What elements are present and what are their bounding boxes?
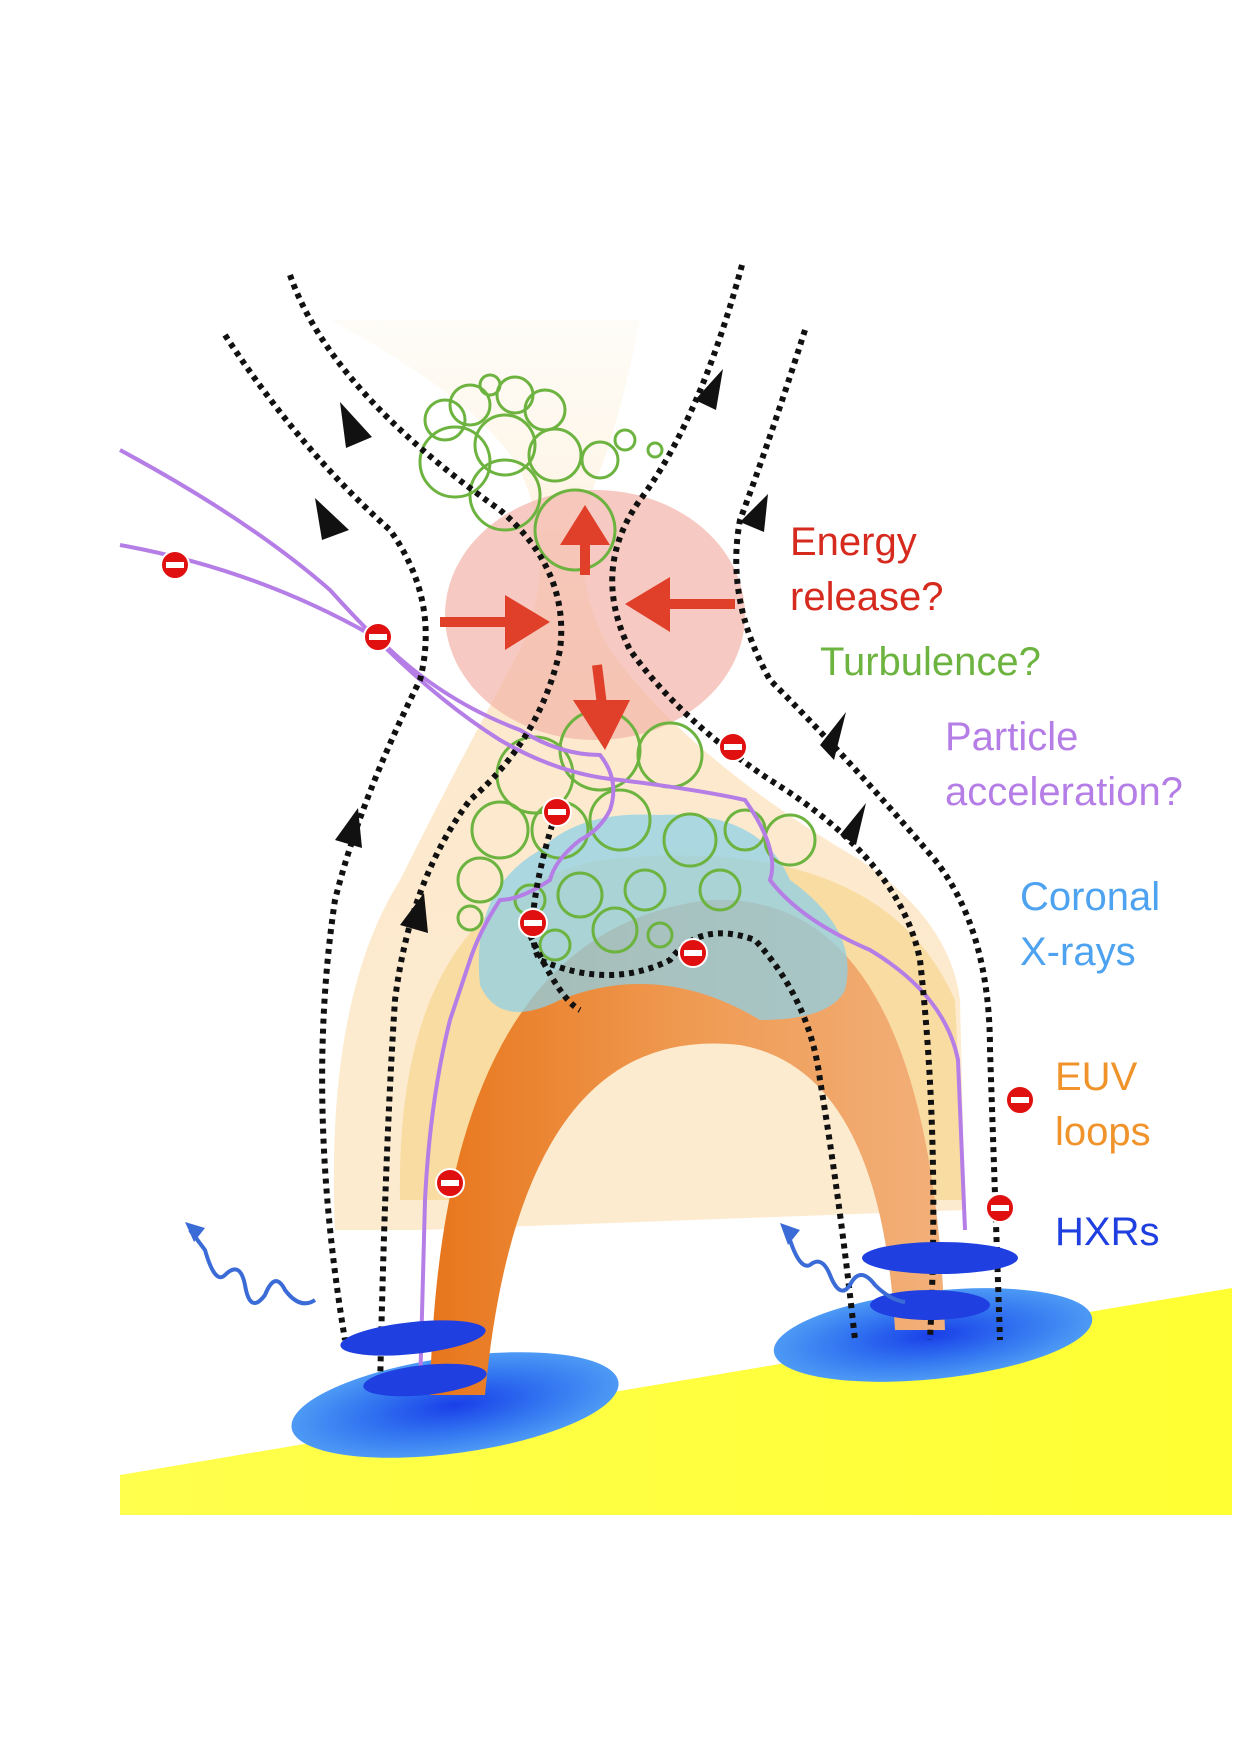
label-energy-line2: release?	[790, 575, 943, 619]
hxr-disc-left-lower	[363, 1363, 487, 1397]
turbulence-bubble-icon	[523, 388, 567, 432]
field-line-center-up	[529, 814, 858, 1341]
turbulence-bubble-icon	[533, 488, 617, 572]
electron-icon	[518, 908, 548, 938]
turbulence-bubble-icon	[478, 373, 502, 397]
euv-loop	[430, 899, 945, 1395]
wave-photon-icon	[185, 1222, 317, 1306]
electron-icon	[985, 1193, 1015, 1223]
label-coronal-line1: Coronal	[1020, 875, 1160, 919]
field-line-left-mid	[287, 274, 565, 1391]
turbulence-bubble-icon	[698, 868, 742, 912]
turbulence-bubble-icon	[613, 428, 637, 452]
turbulence-bubble-icon	[580, 440, 620, 480]
field-arrow-icon	[695, 369, 723, 410]
arrow-inflow-left	[440, 595, 550, 650]
hxr-disc-right-upper	[862, 1242, 1018, 1274]
turbulence-bubble-icon	[662, 812, 718, 868]
electrons	[160, 550, 1035, 1223]
turbulence-bubble-icon	[646, 441, 664, 459]
field-line-right-outer	[733, 329, 1003, 1341]
label-hxr: HXRs	[1055, 1210, 1159, 1254]
turbulence-bubble-icon	[646, 921, 674, 949]
turbulence-bubble-icon	[470, 800, 530, 860]
hxr-disc-right-lower	[870, 1290, 990, 1320]
energy-release-zone	[445, 490, 745, 740]
wave-photon-icon	[780, 1223, 906, 1304]
electron-icon	[718, 732, 748, 762]
turbulence-bubble-icon	[423, 398, 467, 442]
turbulence-bubble-icon	[456, 904, 484, 932]
field-arrow-icon	[340, 402, 372, 448]
field-arrows	[315, 369, 866, 933]
field-line-right-mid	[609, 264, 937, 1341]
arrow-outflow-up	[560, 505, 610, 575]
electron-icon	[678, 938, 708, 968]
arrow-outflow-down	[573, 664, 630, 750]
turbulence-bubble-icon	[456, 856, 504, 904]
field-arrow-icon	[335, 808, 362, 848]
field-lines	[222, 264, 1003, 1391]
energy-arrows	[440, 505, 735, 750]
photon-waves	[185, 1222, 906, 1306]
field-arrow-icon	[400, 893, 428, 933]
turbulence-bubble-icon	[473, 413, 537, 477]
label-particle-line2: acceleration?	[945, 770, 1183, 814]
electron-icon	[1005, 1085, 1035, 1115]
label-turbulence: Turbulence?	[820, 640, 1041, 684]
hxr-disc-left-upper	[340, 1320, 486, 1356]
turbulence-bubble-icon	[588, 788, 652, 852]
particle-path-outer	[119, 448, 967, 1231]
turbulence-bubble-icon	[448, 383, 492, 427]
turbulence-bubble-icon	[556, 871, 604, 919]
turbulence-bubble-icon	[591, 906, 639, 954]
turbulence-bubble-icon	[623, 868, 667, 912]
label-particle-line1: Particle	[945, 715, 1078, 759]
arrow-inflow-right	[625, 577, 735, 632]
electron-icon	[160, 550, 190, 580]
label-energy-line1: Energy	[790, 520, 917, 564]
field-arrow-icon	[820, 712, 846, 760]
field-arrow-icon	[740, 494, 768, 532]
field-line-left-outer	[222, 333, 429, 1341]
electron-icon	[435, 1168, 465, 1198]
turbulence-bubble-icon	[468, 458, 542, 532]
field-arrow-icon	[840, 803, 866, 845]
field-line-center-down	[527, 933, 582, 1013]
label-coronal-line2: X-rays	[1020, 930, 1136, 974]
label-euv-line1: EUV	[1055, 1055, 1138, 1099]
field-arrow-icon	[315, 498, 349, 540]
electron-icon	[542, 797, 572, 827]
hxr-sources	[340, 1242, 1018, 1397]
electron-icon	[363, 622, 393, 652]
turbulence-bubble-icon	[538, 928, 572, 962]
label-euv-line2: loops	[1055, 1110, 1151, 1154]
labels: Energy release? Turbulence? Particle acc…	[790, 520, 1183, 1254]
